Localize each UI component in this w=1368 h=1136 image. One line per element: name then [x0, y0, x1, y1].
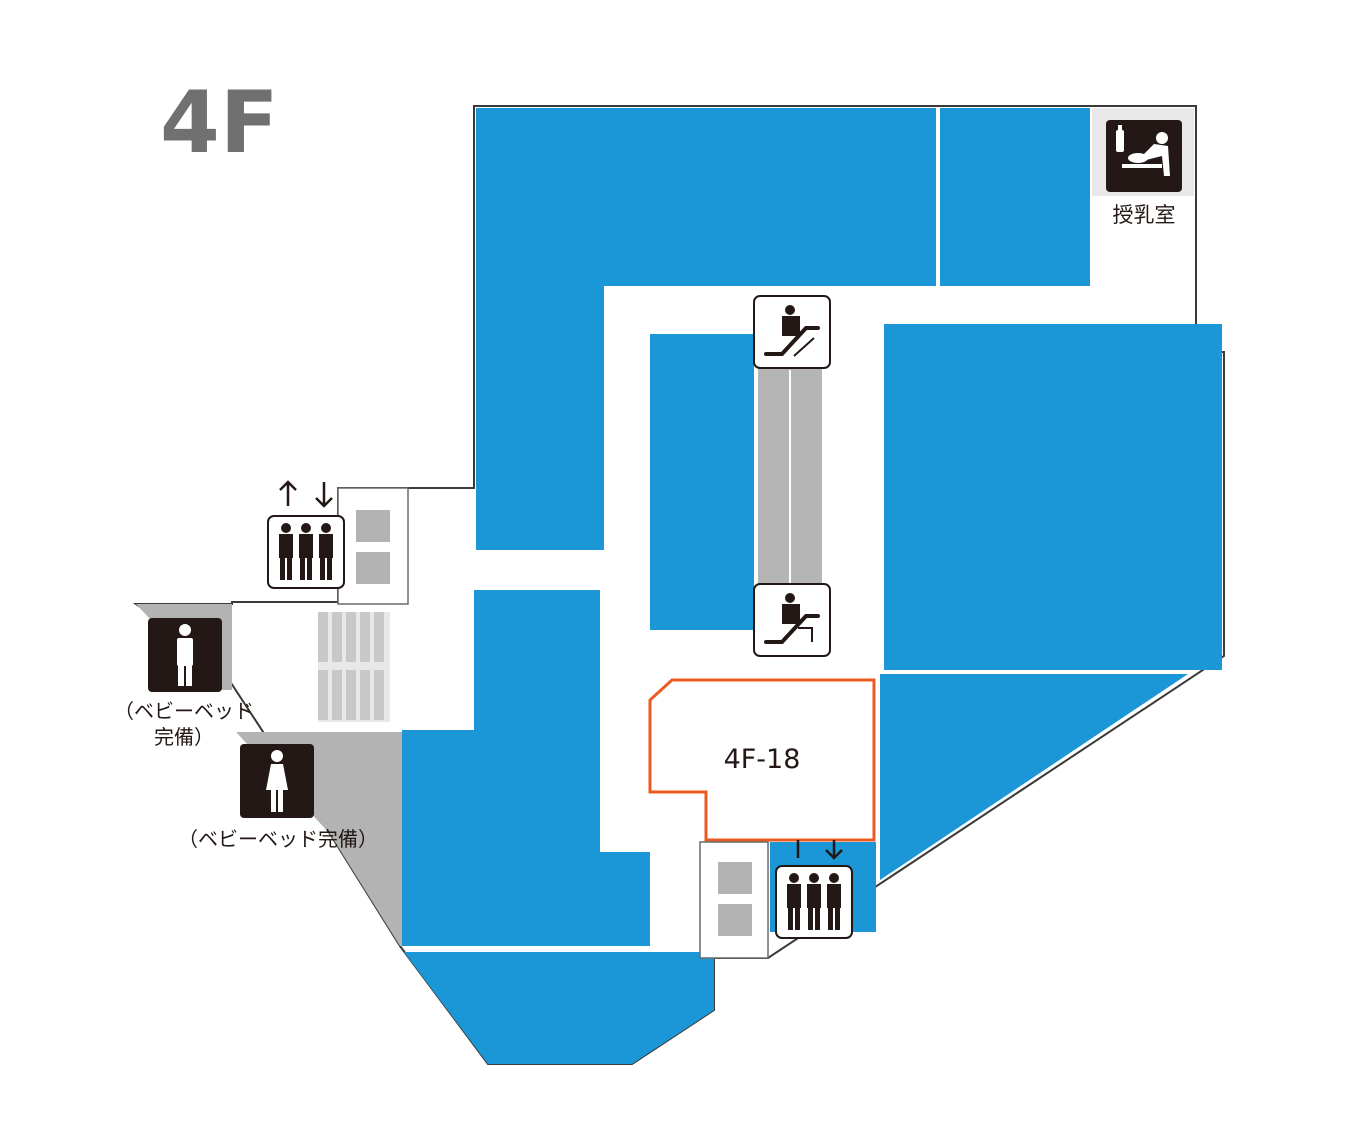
- nursing-room-icon[interactable]: [1106, 120, 1182, 192]
- shop-blocks: [402, 108, 1222, 1064]
- shop-block-east[interactable]: [884, 324, 1222, 670]
- shop-block-center[interactable]: [650, 334, 754, 630]
- womens-restroom-area: [236, 732, 402, 946]
- female-restroom-icon[interactable]: [240, 744, 314, 818]
- escalator-icon[interactable]: [753, 583, 831, 657]
- elevator-car-west-1: [356, 510, 390, 542]
- escalator-icon[interactable]: [753, 295, 831, 369]
- elevator-car-south-1: [718, 862, 752, 894]
- womens-restroom-note: （ベビーベッド完備）: [178, 827, 378, 851]
- shop-block-south-east[interactable]: [880, 674, 1188, 880]
- mens-restroom-note-line-2: 完備）: [154, 725, 214, 749]
- escalator-track: [758, 366, 822, 590]
- shop-4f-18-label: 4F-18: [724, 744, 801, 775]
- shop-4f-18[interactable]: [648, 678, 876, 842]
- shop-block-south[interactable]: [404, 952, 714, 1064]
- shop-block-north-center[interactable]: [940, 108, 1090, 286]
- shop-block-north-west[interactable]: [476, 108, 936, 550]
- shop-block-south-west[interactable]: [402, 590, 650, 946]
- mens-restroom-note-line-1: （ベビーベッド: [114, 699, 254, 723]
- elevator-hall-west: [337, 487, 409, 605]
- elevator-icon[interactable]: [775, 865, 853, 939]
- floor-title: 4F: [160, 73, 279, 173]
- male-restroom-icon[interactable]: [148, 618, 222, 692]
- nursing-room-label: 授乳室: [1113, 203, 1176, 227]
- elevator-car-south-2: [718, 904, 752, 936]
- elevator-hall-south: [699, 841, 769, 959]
- elevator-car-west-2: [356, 552, 390, 584]
- elevator-up-down-arrows: [796, 840, 843, 860]
- elevator-up-down-arrows: [279, 480, 333, 508]
- stairs-west: [318, 612, 384, 720]
- elevator-icon[interactable]: [267, 515, 345, 589]
